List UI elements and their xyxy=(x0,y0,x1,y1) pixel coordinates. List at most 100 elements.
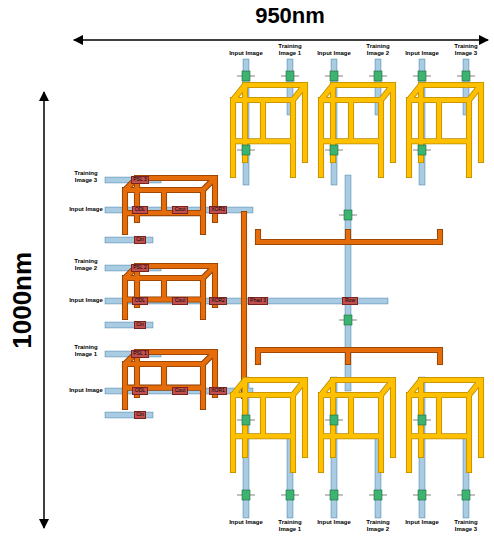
gate-lead xyxy=(237,495,255,496)
orange-cell-frame xyxy=(125,266,215,317)
gate-box: PSL 3 xyxy=(131,176,149,185)
yellow-cell-frame xyxy=(409,85,481,175)
yellow-cell-frame xyxy=(321,380,393,470)
input-label: Training Image 2 xyxy=(361,43,395,56)
transistor-gate xyxy=(418,71,426,81)
gate-lead xyxy=(325,150,343,151)
gate-box: Cout xyxy=(172,206,188,215)
gate-label: ODL xyxy=(135,387,145,393)
transistor-gate xyxy=(418,415,426,425)
gate-box: Cin xyxy=(134,411,147,420)
transistor-gate xyxy=(286,71,294,81)
gate-lead xyxy=(237,150,255,151)
gate-lead xyxy=(325,76,343,77)
gate-lead xyxy=(281,76,299,77)
nanowire-edge xyxy=(108,412,150,419)
metal-interconnect xyxy=(258,232,440,242)
gate-lead xyxy=(325,495,343,496)
gate-box: PSL 2 xyxy=(131,264,149,273)
transistor-gate xyxy=(242,415,250,425)
input-label: Input Image xyxy=(312,519,356,526)
transistor-gate xyxy=(330,145,338,155)
yellow-cell-frame-edge xyxy=(409,380,481,470)
dimension-label: 1000nm xyxy=(8,252,37,349)
input-label: Input Image xyxy=(64,206,108,213)
height-dimension-arrow xyxy=(43,92,45,528)
transistor-gate xyxy=(418,490,426,500)
gate-box: XOR3 xyxy=(209,206,228,215)
gate-box: ODL xyxy=(132,206,147,215)
input-label: Training Image 1 xyxy=(66,344,106,357)
gate-box: ODL xyxy=(132,297,147,306)
orange-cell-frame xyxy=(125,352,215,407)
nanowire-edge xyxy=(108,237,150,244)
yellow-cell-frame xyxy=(233,85,305,175)
input-label: Input Image xyxy=(400,50,444,57)
yellow-cell-frame-edge xyxy=(321,380,393,470)
orange-cell-frame-edge xyxy=(125,352,215,407)
yellow-cell-frame-edge xyxy=(409,85,481,175)
transistor-gate xyxy=(242,145,250,155)
gate-label: Cin xyxy=(136,321,144,327)
gate-lead xyxy=(237,76,255,77)
input-label: Input Image xyxy=(312,50,356,57)
gate-lead xyxy=(281,495,299,496)
gate-box: Cin xyxy=(134,236,147,245)
gate-box: Row xyxy=(342,297,357,306)
gate-lead xyxy=(413,76,431,77)
transistor-gate xyxy=(344,210,352,220)
transistor-gate xyxy=(242,71,250,81)
transistor-gate xyxy=(374,71,382,81)
gate-label: XOR2 xyxy=(211,297,225,303)
gate-lead xyxy=(457,495,475,496)
nanowire-edge xyxy=(108,322,150,329)
metal-interconnect xyxy=(258,350,440,362)
gate-box: Phad 3 xyxy=(248,297,269,306)
input-label: Training Image 3 xyxy=(66,170,106,183)
input-label: Training Image 2 xyxy=(66,258,106,271)
transistor-gate xyxy=(330,490,338,500)
gate-label: Phad 3 xyxy=(250,297,266,303)
orange-cell-frame xyxy=(125,178,215,232)
input-label: Training Image 1 xyxy=(273,519,307,532)
input-label: Input Image xyxy=(64,387,108,394)
dimension-label: 950nm xyxy=(225,4,355,28)
gate-lead xyxy=(339,215,357,216)
gate-label: Cout xyxy=(175,387,186,393)
yellow-cell-frame-edge xyxy=(233,85,305,175)
transistor-gate xyxy=(344,315,352,325)
input-label: Training Image 3 xyxy=(449,43,483,56)
transistor-gate xyxy=(462,490,470,500)
transistor-gate xyxy=(462,71,470,81)
gate-lead xyxy=(413,150,431,151)
gate-lead xyxy=(457,76,475,77)
metal-interconnect-edge xyxy=(241,214,247,396)
gate-label: XOR1 xyxy=(211,387,225,393)
gate-box: XOR1 xyxy=(209,387,228,396)
gate-label: Row xyxy=(345,297,355,303)
transistor-gate xyxy=(286,490,294,500)
metal-interconnect-edge xyxy=(258,232,440,242)
gate-label: PSL 3 xyxy=(133,176,146,182)
gate-lead xyxy=(369,76,387,77)
gate-label: Cout xyxy=(175,206,186,212)
gate-label: ODL xyxy=(135,206,145,212)
gate-box: Cin xyxy=(134,321,147,330)
gate-box: PSL 1 xyxy=(131,350,149,359)
input-label: Input Image xyxy=(224,50,268,57)
input-label: Training Image 1 xyxy=(273,43,307,56)
gate-lead xyxy=(325,420,343,421)
gate-lead xyxy=(369,495,387,496)
input-label: Training Image 2 xyxy=(361,519,395,532)
metal-interconnect xyxy=(242,214,247,396)
gate-lead xyxy=(339,320,357,321)
gate-label: Cout xyxy=(175,297,186,303)
gate-label: XOR3 xyxy=(211,206,225,212)
yellow-cell-frame xyxy=(321,85,393,175)
gate-lead xyxy=(237,420,255,421)
input-label: Input Image xyxy=(224,519,268,526)
gate-label: PSL 2 xyxy=(133,264,146,270)
yellow-cell-frame-edge xyxy=(321,85,393,175)
transistor-gate xyxy=(330,415,338,425)
